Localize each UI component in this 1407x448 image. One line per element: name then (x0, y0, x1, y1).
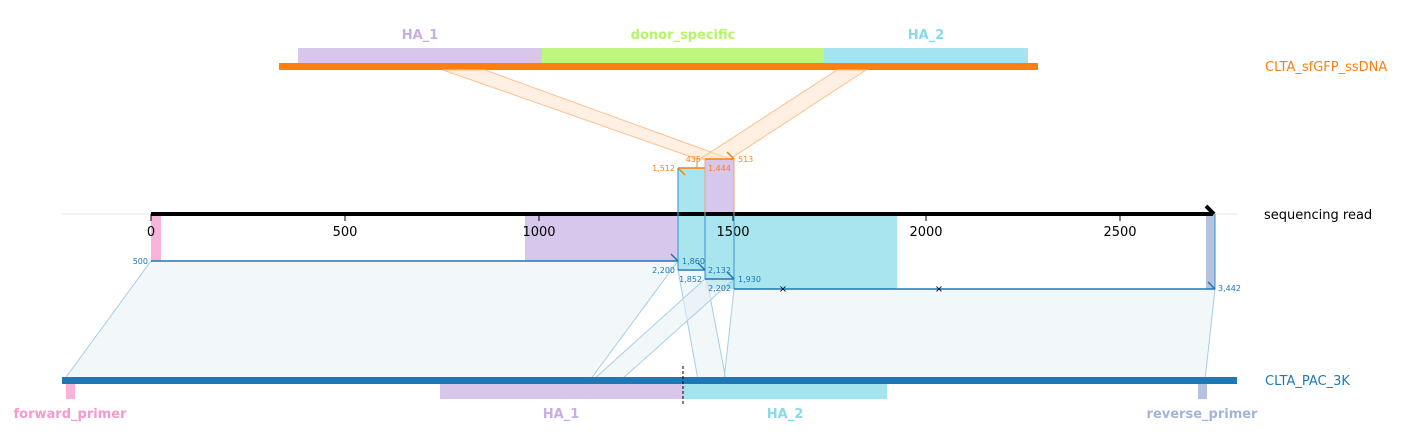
target-coord-1852: 1,852 (679, 275, 702, 284)
read-region-ha2-upper (678, 168, 705, 269)
target-feature-forward-primer-band (66, 383, 75, 399)
target-track: forward_primer HA_1 HA_2 reverse_primer … (14, 366, 1350, 422)
target-alignment-wedges (63, 260, 1216, 381)
target-alignment-arrow-1 (670, 253, 679, 262)
read-region-ha1 (525, 214, 678, 261)
donor-feature-ha2-band (824, 48, 1028, 64)
donor-alignments: 435 513 1,512 1,444 (652, 151, 753, 214)
target-feature-ha2-label: HA_2 (767, 407, 804, 422)
target-coord-2132: 2,132 (708, 266, 731, 275)
target-alignment-arrow-2 (697, 262, 706, 271)
target-coord-3442: 3,442 (1218, 284, 1241, 293)
donor-track-label: CLTA_sfGFP_ssDNA (1265, 60, 1387, 75)
read-tick-label-1500: 1500 (716, 225, 749, 240)
donor-feature-ha1-band (298, 48, 542, 64)
read-region-ha1-upper (705, 159, 734, 214)
read-tick-label-500: 500 (333, 225, 358, 240)
read-region-ha2-lower (705, 214, 897, 289)
read-tick-label-2000: 2000 (909, 225, 942, 240)
target-alignment-arrow-3 (726, 271, 735, 280)
donor-coord-435: 435 (686, 155, 701, 164)
read-track-label: sequencing read (1264, 208, 1372, 223)
donor-track: HA_1 donor_specific HA_2 CLTA_sfGFP_ssDN… (279, 28, 1387, 75)
donor-feature-donor-specific-band (542, 48, 824, 64)
target-wedge-1 (63, 260, 679, 381)
donor-alignment-arrow-1 (726, 151, 735, 160)
target-feature-reverse-primer-label: reverse_primer (1147, 407, 1259, 422)
target-feature-ha2-band (683, 383, 887, 399)
mismatch-mark-2: × (935, 284, 943, 295)
donor-feature-donor-specific-label: donor_specific (631, 28, 736, 43)
read-arrow-head (1204, 204, 1216, 216)
read-feature-regions (151, 159, 1215, 289)
read-axis: sequencing read 0 500 1000 1500 2000 250… (62, 204, 1372, 240)
donor-feature-ha2-label: HA_2 (908, 28, 945, 43)
target-coord-1930: 1,930 (738, 275, 761, 284)
donor-alignment-arrow-2 (677, 167, 686, 176)
mismatch-mark-1: × (779, 284, 787, 295)
target-feature-reverse-primer-band (1198, 383, 1207, 399)
target-track-label: CLTA_PAC_3K (1265, 374, 1350, 389)
donor-coord-1512: 1,512 (652, 164, 675, 173)
target-feature-ha1-band (440, 383, 683, 399)
target-coord-2202: 2,202 (708, 284, 731, 293)
target-coord-2200: 2,200 (652, 266, 675, 275)
target-wedge-4 (723, 288, 1216, 381)
read-region-reverse-primer (1206, 214, 1215, 289)
donor-feature-ha1-label: HA_1 (402, 28, 439, 43)
read-tick-label-2500: 2500 (1103, 225, 1136, 240)
target-feature-ha1-label: HA_1 (543, 407, 580, 422)
donor-wedge-forward (442, 69, 731, 160)
target-feature-forward-primer-label: forward_primer (14, 407, 128, 422)
donor-alignment-wedges (442, 69, 868, 160)
target-sequence-bar (62, 377, 1237, 384)
target-coord-500: 500 (133, 257, 148, 266)
read-tick-label-0: 0 (147, 225, 155, 240)
read-region-forward-primer (151, 214, 161, 261)
target-alignment-arrow-4 (1207, 281, 1216, 290)
donor-coord-513: 513 (738, 155, 753, 164)
donor-sequence-bar (279, 63, 1038, 70)
read-tick-label-1000: 1000 (522, 225, 555, 240)
donor-coord-1444: 1,444 (708, 164, 731, 173)
target-coord-1860: 1,860 (682, 257, 705, 266)
donor-wedge-reverse (698, 69, 868, 160)
target-alignments: × × 500 1,860 2,200 2,132 1,852 1,930 2,… (133, 168, 1241, 295)
